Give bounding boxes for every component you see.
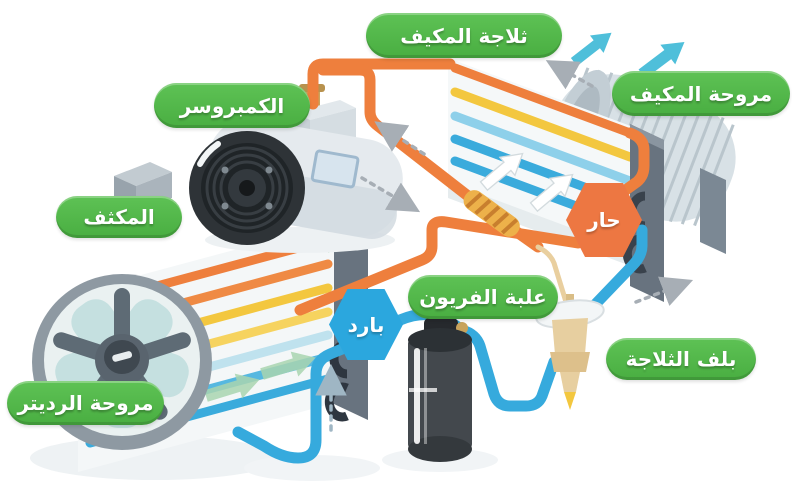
label-evaporator: ثلاجة المكيف <box>366 13 562 58</box>
compressor-graphic <box>189 84 403 253</box>
hot-state-badge: حار <box>566 183 642 257</box>
capillary-tube <box>535 244 569 305</box>
label-expansion-valve: بلف الثلاجة <box>606 338 756 380</box>
heater-coil-graphic <box>463 190 520 237</box>
freon-can-graphic <box>408 318 472 462</box>
cold-state-badge: بارد <box>329 289 403 360</box>
label-freon-can: علبة الفريون <box>408 275 558 319</box>
label-ac-fan: مروحة المكيف <box>612 71 790 116</box>
label-condenser: المكثف <box>56 196 182 238</box>
label-radiator-fan: مروحة الرديتر <box>7 381 164 425</box>
flow-direction-arrow-icon <box>315 60 694 432</box>
label-compressor: الكمبروسر <box>154 83 310 128</box>
